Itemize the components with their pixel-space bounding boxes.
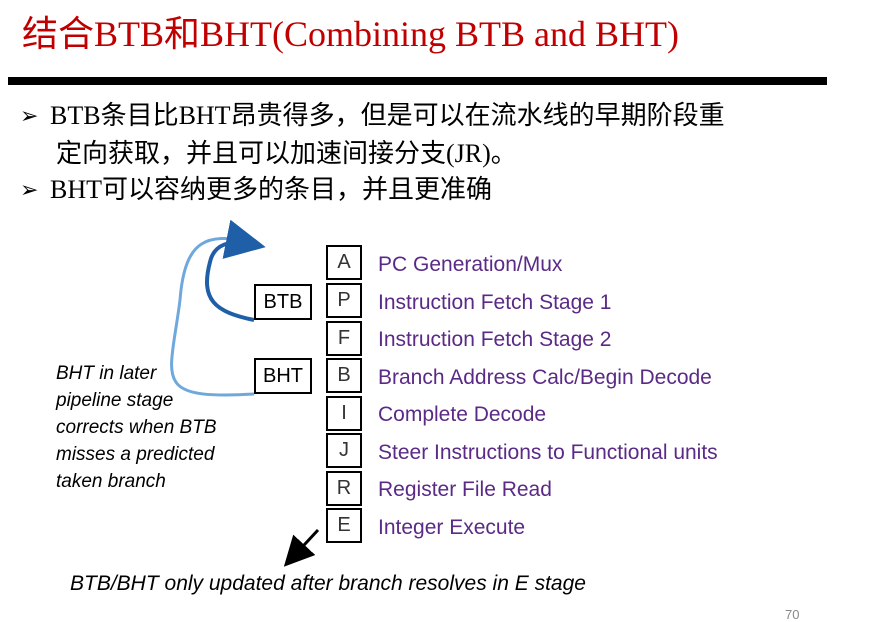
stage-box-e: E xyxy=(326,508,362,543)
bullet-1-line-2: 定向获取，并且可以加速间接分支(JR)。 xyxy=(56,139,517,168)
stage-box-a: A xyxy=(326,245,362,280)
stage-label-j: Steer Instructions to Functional units xyxy=(378,441,718,464)
stage-label-p: Instruction Fetch Stage 1 xyxy=(378,291,612,314)
bht-box: BHT xyxy=(254,358,312,394)
stage-label-r: Register File Read xyxy=(378,478,552,501)
bullet-arrow-icon: ➢ xyxy=(20,103,39,128)
update-footnote: BTB/BHT only updated after branch resolv… xyxy=(70,572,586,595)
bullet-arrow-icon: ➢ xyxy=(20,177,39,202)
stage-box-b: B xyxy=(326,358,362,393)
stage-box-i: I xyxy=(326,396,362,431)
stage-label-e: Integer Execute xyxy=(378,516,526,539)
stage-label-i: Complete Decode xyxy=(378,403,547,426)
bullet-1-line-1: BTB条目比BHT昂贵得多，但是可以在流水线的早期阶段重 xyxy=(50,101,725,130)
btb-box: BTB xyxy=(254,284,312,320)
title-divider xyxy=(8,77,827,85)
stage-box-f: F xyxy=(326,321,362,356)
stage-label-f: Instruction Fetch Stage 2 xyxy=(378,328,612,351)
stage-box-r: R xyxy=(326,471,362,506)
stage-box-p: P xyxy=(326,283,362,318)
bht-note: BHT in later pipeline stage corrects whe… xyxy=(56,363,217,492)
bullet-1-continued: 定向获取，并且可以加速间接分支(JR)。 xyxy=(56,136,517,172)
stage-label-b: Branch Address Calc/Begin Decode xyxy=(378,366,712,389)
update-arrow xyxy=(283,528,320,567)
stage-label-a: PC Generation/Mux xyxy=(378,253,563,276)
stage-box-j: J xyxy=(326,433,362,468)
btb-redirect-arrow xyxy=(204,219,266,322)
bullet-2-line-1: BHT可以容纳更多的条目，并且更准确 xyxy=(50,175,493,204)
page-number: 70 xyxy=(785,607,800,622)
bht-redirect-arrow xyxy=(170,223,258,397)
slide-title: 结合BTB和BHT(Combining BTB and BHT) xyxy=(22,14,680,54)
